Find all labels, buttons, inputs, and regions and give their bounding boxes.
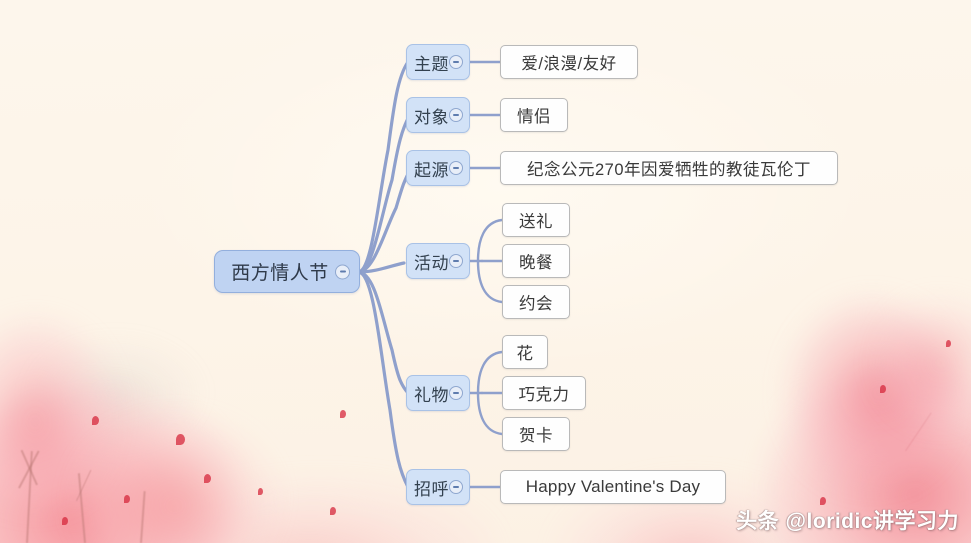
collapse-toggle-icon[interactable]: [449, 55, 463, 69]
node-branch-audience[interactable]: 对象: [406, 97, 470, 133]
node-branch-greeting-label: 招呼: [414, 479, 449, 499]
node-root-label: 西方情人节: [231, 263, 329, 284]
node-branch-gifts[interactable]: 礼物: [406, 375, 470, 411]
node-leaf-gift-chocolate[interactable]: 巧克力: [502, 376, 586, 410]
collapse-toggle-icon[interactable]: [335, 264, 350, 279]
node-leaf-label: Happy Valentine's Day: [525, 477, 701, 496]
connector-root-to-gifts: [356, 270, 410, 395]
node-leaf-activity-date[interactable]: 约会: [502, 285, 570, 319]
node-branch-activities[interactable]: 活动: [406, 243, 470, 279]
watermark-text: 头条 @loridic讲学习力: [736, 510, 959, 533]
node-leaf-gift-flower[interactable]: 花: [502, 335, 548, 369]
node-leaf-label: 约会: [519, 295, 553, 313]
collapse-toggle-icon[interactable]: [449, 254, 463, 268]
node-leaf-label: 情侣: [517, 108, 551, 126]
node-branch-origin-label: 起源: [414, 160, 449, 180]
node-branch-greeting[interactable]: 招呼: [406, 469, 470, 505]
node-branch-origin[interactable]: 起源: [406, 150, 470, 186]
node-leaf-label: 贺卡: [519, 427, 553, 445]
node-branch-theme-label: 主题: [414, 54, 449, 74]
node-root[interactable]: 西方情人节: [214, 250, 360, 293]
node-leaf-gift-card[interactable]: 贺卡: [502, 417, 570, 451]
node-leaf-label: 纪念公元270年因爱牺牲的教徒瓦伦丁: [526, 161, 812, 179]
node-branch-audience-label: 对象: [414, 107, 449, 127]
collapse-toggle-icon[interactable]: [449, 386, 463, 400]
node-branch-gifts-label: 礼物: [414, 385, 449, 405]
connector-root-to-origin: [356, 167, 413, 274]
node-leaf-label: 巧克力: [518, 386, 570, 404]
connector-root-to-audience: [356, 113, 412, 274]
node-leaf-greeting-value[interactable]: Happy Valentine's Day: [500, 470, 726, 504]
node-branch-theme[interactable]: 主题: [406, 44, 470, 80]
node-leaf-theme-value[interactable]: 爱/浪漫/友好: [500, 45, 638, 79]
node-leaf-label: 送礼: [519, 213, 553, 231]
node-leaf-activity-gift[interactable]: 送礼: [502, 203, 570, 237]
connector-root-to-greeting: [356, 270, 410, 489]
node-leaf-label: 晚餐: [519, 254, 553, 272]
node-branch-activities-label: 活动: [414, 253, 449, 273]
collapse-toggle-icon[interactable]: [449, 108, 463, 122]
node-leaf-label: 花: [516, 345, 534, 363]
node-leaf-activity-dinner[interactable]: 晚餐: [502, 244, 570, 278]
node-leaf-label: 爱/浪漫/友好: [521, 55, 617, 73]
node-leaf-audience-value[interactable]: 情侣: [500, 98, 568, 132]
collapse-toggle-icon[interactable]: [449, 161, 463, 175]
connector-activities-bracket: [476, 218, 504, 304]
connector-gifts-bracket: [476, 350, 504, 436]
node-leaf-origin-value[interactable]: 纪念公元270年因爱牺牲的教徒瓦伦丁: [500, 151, 838, 185]
connector-root-to-theme: [356, 60, 410, 274]
collapse-toggle-icon[interactable]: [449, 480, 463, 494]
